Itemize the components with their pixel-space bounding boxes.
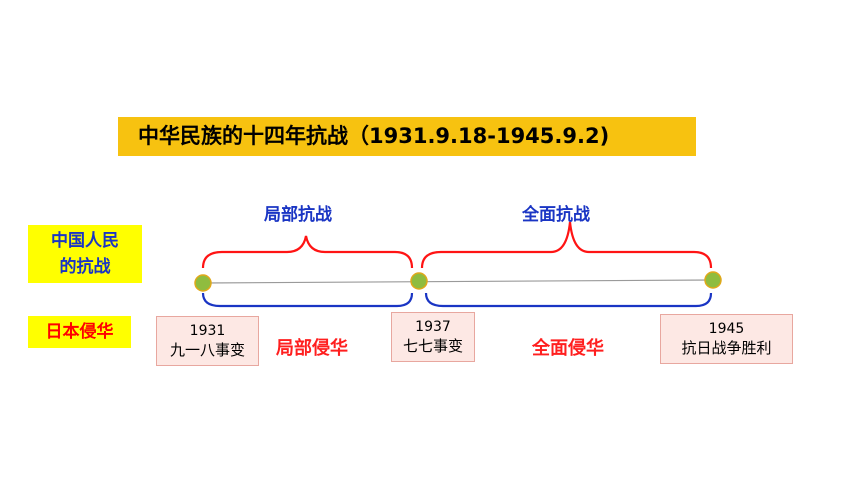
event-box-1945: 1945 抗日战争胜利 [660, 314, 793, 364]
event-box-1937: 1937 七七事变 [391, 312, 475, 362]
japan-invasion-label: 日本侵华 [28, 316, 131, 348]
timeline-node-1945 [704, 271, 722, 289]
phase-china-full: 全面抗战 [522, 205, 590, 225]
china-label-line-2: 的抗战 [59, 257, 111, 277]
brace-japan-partial [201, 292, 414, 308]
timeline-node-1931 [194, 274, 212, 292]
china-resistance-label: 中国人民 的抗战 [28, 225, 142, 283]
brace-japan-full [424, 292, 713, 308]
event-year: 1937 [415, 319, 451, 335]
event-year: 1945 [708, 321, 745, 337]
timeline-line [202, 279, 714, 284]
event-name: 七七事变 [402, 337, 463, 355]
page-title: 中华民族的十四年抗战（1931.9.18-1945.9.2) [138, 124, 610, 148]
phase-japan-full: 全面侵华 [532, 338, 604, 359]
brace-china-full [420, 221, 713, 269]
china-label-line-1: 中国人民 [51, 231, 119, 251]
event-name: 九一八事变 [169, 341, 245, 359]
title-banner [118, 117, 696, 156]
phase-china-partial: 局部抗战 [264, 205, 332, 225]
event-name: 抗日战争胜利 [681, 339, 772, 357]
event-box-1931: 1931 九一八事变 [156, 316, 259, 366]
phase-japan-partial: 局部侵华 [276, 338, 348, 359]
event-year: 1931 [189, 323, 226, 339]
brace-china-partial [201, 235, 414, 269]
timeline-node-1937 [410, 272, 428, 290]
